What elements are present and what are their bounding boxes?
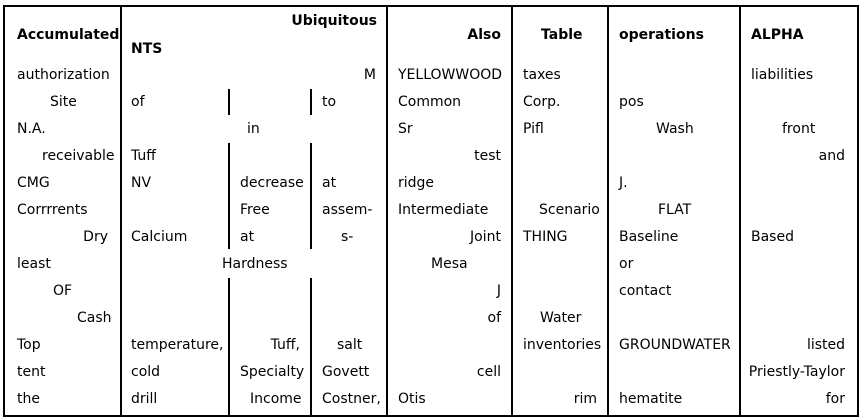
table-border-top <box>3 5 859 7</box>
table-cell: Baseline <box>619 229 679 245</box>
sub-column-divider <box>228 143 230 249</box>
table-cell: OF <box>53 283 73 299</box>
table-cell: salt <box>337 337 363 353</box>
table-cell: receivable <box>42 148 115 164</box>
table-cell: ridge <box>398 175 435 191</box>
sub-column-divider <box>310 278 312 416</box>
table-cell: of <box>131 94 145 110</box>
table-cell: Joint <box>470 229 501 245</box>
sub-column-divider <box>228 89 230 115</box>
table-cell: temperature, <box>131 337 224 353</box>
table-cell: hematite <box>619 391 683 407</box>
table-cell: contact <box>619 283 672 299</box>
column-divider <box>607 5 609 417</box>
table-cell: Dry <box>83 229 108 245</box>
table-cell: J. <box>619 175 628 191</box>
table-cell: cell <box>476 364 501 380</box>
table-cell: Corrrrents <box>17 202 88 218</box>
table-cell: drill <box>131 391 158 407</box>
table-cell: taxes <box>523 67 561 83</box>
table-cell: Otis <box>398 391 426 407</box>
table-cell: s- <box>341 229 354 245</box>
sub-column-divider <box>310 143 312 249</box>
table-cell: at <box>240 229 255 245</box>
table-cell: Tuff, <box>270 337 300 353</box>
table-cell: Common <box>398 94 462 110</box>
table-cell: to <box>322 94 337 110</box>
table-cell: Corp. <box>523 94 561 110</box>
table-cell: GROUNDWATER <box>619 337 731 353</box>
table-cell: M <box>363 67 376 83</box>
table-cell: Costner, <box>322 391 381 407</box>
table-cell: authorization <box>17 67 110 83</box>
table-cell: decrease <box>240 175 304 191</box>
sub-column-divider <box>310 89 312 115</box>
header-ubiquitous: Ubiquitous <box>291 13 377 29</box>
table-cell: Wash <box>656 121 694 137</box>
table-cell: Top <box>17 337 41 353</box>
column-divider <box>739 5 741 417</box>
table-cell: for <box>825 391 845 407</box>
table-cell: Pifl <box>523 121 544 137</box>
header-also: Also <box>467 27 501 43</box>
table-cell: Intermediate <box>398 202 489 218</box>
header-alpha: ALPHA <box>751 27 804 43</box>
header-operations: operations <box>619 27 704 43</box>
table-cell: Calcium <box>131 229 188 245</box>
header-table: Table <box>541 27 583 43</box>
table-cell: Hardness <box>222 256 288 272</box>
header-accumulated: Accumulated <box>17 27 120 43</box>
table-cell: CMG <box>17 175 50 191</box>
table-cell: listed <box>806 337 845 353</box>
table-cell: assem- <box>322 202 373 218</box>
sub-column-divider <box>228 278 230 416</box>
header-nts: NTS <box>131 41 163 57</box>
table-cell: Tuff <box>131 148 156 164</box>
table-cell: front <box>782 121 816 137</box>
table-cell: at <box>322 175 337 191</box>
table-cell: Scenario <box>539 202 600 218</box>
table-cell: Specialty <box>240 364 305 380</box>
table-cell: Sr <box>398 121 413 137</box>
table-cell: least <box>17 256 51 272</box>
table-cell: cold <box>131 364 161 380</box>
column-divider <box>511 5 513 417</box>
table-cell: Mesa <box>431 256 468 272</box>
table-cell: Cash <box>77 310 112 326</box>
table-cell: in <box>247 121 260 137</box>
table-cell: of <box>487 310 502 326</box>
table-cell: test <box>474 148 501 164</box>
table-cell: YELLOWWOOD <box>398 67 503 83</box>
table-cell: N.A. <box>17 121 46 137</box>
table-cell: rim <box>573 391 597 407</box>
table-border-bottom <box>3 415 859 417</box>
table-cell: THING <box>523 229 568 245</box>
table-border-right <box>857 5 859 417</box>
table-cell: NV <box>131 175 152 191</box>
table-cell: Water <box>540 310 582 326</box>
table-cell: Free <box>240 202 270 218</box>
table-border-left <box>3 5 5 417</box>
table-cell: Income <box>250 391 302 407</box>
table-cell: FLAT <box>658 202 692 218</box>
table-cell: or <box>619 256 634 272</box>
table-cell: Based <box>751 229 794 245</box>
table-cell: J <box>496 283 501 299</box>
table-cell: the <box>17 391 40 407</box>
column-divider <box>386 5 388 417</box>
column-divider <box>120 5 122 417</box>
table-cell: and <box>818 148 845 164</box>
table-cell: liabilities <box>751 67 814 83</box>
table-cell: Site <box>50 94 77 110</box>
table-cell: pos <box>619 94 644 110</box>
table-cell: tent <box>17 364 46 380</box>
table-cell: inventories <box>523 337 602 353</box>
table-cell: Priestly-Taylor <box>748 364 845 380</box>
table-cell: Govett <box>322 364 370 380</box>
